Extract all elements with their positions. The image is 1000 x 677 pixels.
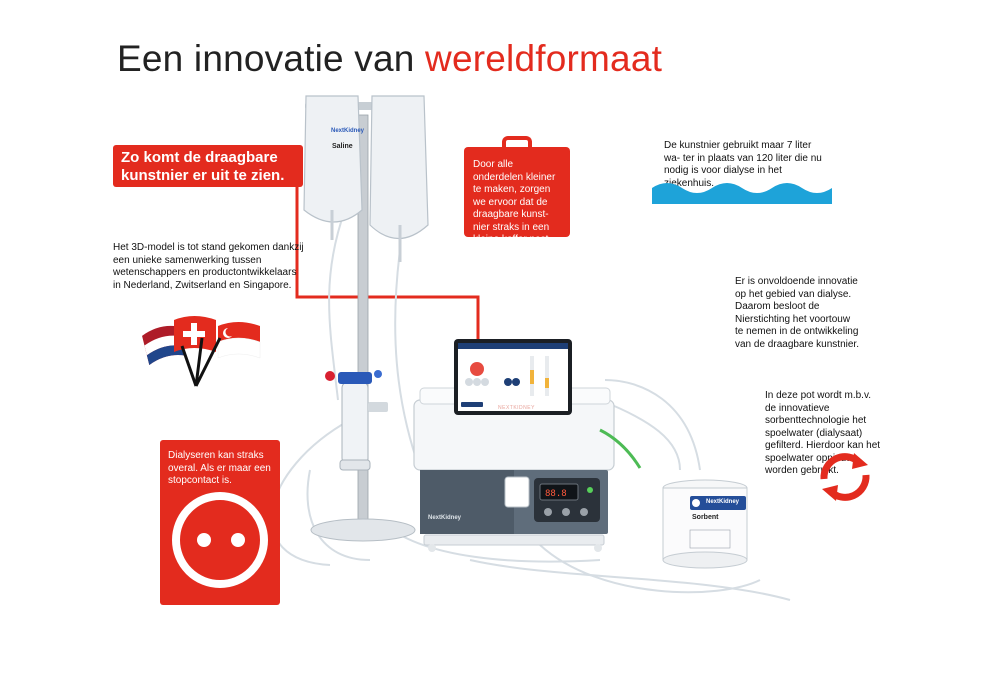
bag-type-label: Saline [332,143,353,150]
socket-note-text: Dialyseren kan straks overal. Als er maa… [168,450,271,486]
wave-icon [652,183,832,204]
suitcase-icon [502,136,532,149]
saline-bag-left [303,95,363,240]
bag-brand-label: NextKidney [331,128,365,134]
recycle-icon [820,453,870,501]
flags-icon [142,316,261,387]
sorbent-brand-label: NextKidney [706,499,740,505]
model-3d-note: Het 3D-model is tot stand gekomen dankzi… [113,242,304,291]
svg-text:88.8: 88.8 [545,489,567,499]
saline-bag-right [369,95,429,262]
innovation-note: Er is onvoldoende innovatie op het gebie… [735,276,859,350]
page-title: Een innovatie van wereldformaat [117,38,663,79]
dialyzer-filter [341,381,369,465]
power-socket-icon [172,492,268,588]
sorbent-type-label: Sorbent [692,514,719,521]
sorbent-canister [662,479,748,569]
suitcase-note: Door alle onderdelen kleiner te maken, z… [464,147,570,245]
connector-line [295,187,480,345]
sorbent-note: In deze pot wordt m.b.v. de innovatieve … [765,390,881,476]
pole-base [310,518,416,542]
filter-cap-top [338,372,372,384]
screen-brand-label: NEXTKIDNEY [498,405,535,411]
main-callout: Zo komt de draagbare kunstnier er uit te… [113,145,303,187]
water-note: De kunstnier gebruikt maar 7 liter wa- t… [664,140,822,189]
device-brand-label: NextKidney [428,515,462,521]
tablet-screen [454,339,572,415]
